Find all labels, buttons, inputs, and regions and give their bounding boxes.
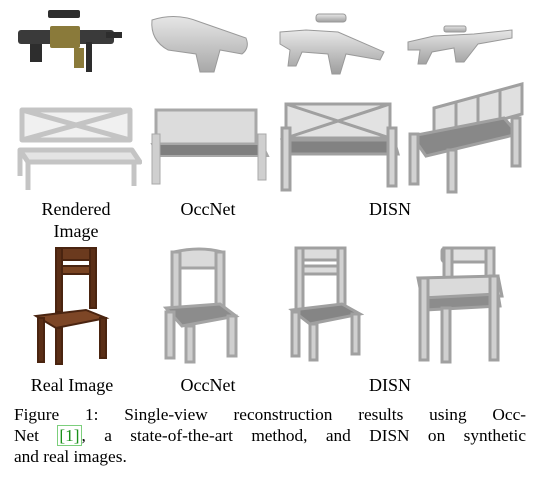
- label-rendered-line2: Image: [53, 221, 99, 241]
- citation-link[interactable]: [1]: [57, 425, 82, 446]
- figure-caption: Figure 1: Single-view reconstruction res…: [14, 404, 526, 467]
- disn-rifle-reconstruction-2: [404, 24, 516, 74]
- rendered-bench-image: [14, 104, 142, 194]
- disn-bench-reconstruction-2: [404, 78, 528, 194]
- label-real-image: Real Image: [30, 375, 114, 395]
- label-occnet-top: OccNet: [180, 199, 236, 219]
- caption-line-1: Figure 1: Single-view reconstruction res…: [14, 405, 526, 424]
- label-rendered-image: Rendered Image: [18, 198, 134, 242]
- label-disn-top: DISN: [368, 199, 411, 219]
- label-disn-bottom: DISN: [368, 375, 411, 395]
- caption-line-2: Net [1], a state-of-the-art method, and …: [14, 425, 526, 446]
- disn-chair-reconstruction-1: [288, 244, 364, 364]
- disn-bench-reconstruction-1: [276, 98, 402, 194]
- label-rendered-line1: Rendered: [41, 199, 111, 219]
- occnet-chair-reconstruction: [160, 246, 242, 366]
- occnet-bench-reconstruction: [146, 104, 272, 188]
- real-chair-photo: [30, 244, 112, 366]
- disn-chair-reconstruction-2: [412, 244, 508, 366]
- caption-line-3: and real images.: [14, 447, 127, 466]
- label-occnet-bottom: OccNet: [180, 375, 236, 395]
- caption-line-2-end: , a state-of-the-art method, and DISN on…: [81, 426, 526, 445]
- disn-rifle-reconstruction-1: [276, 10, 388, 80]
- rendered-rifle-image: [14, 8, 124, 76]
- occnet-rifle-reconstruction: [146, 10, 252, 78]
- caption-line-2-start: Net: [14, 426, 58, 445]
